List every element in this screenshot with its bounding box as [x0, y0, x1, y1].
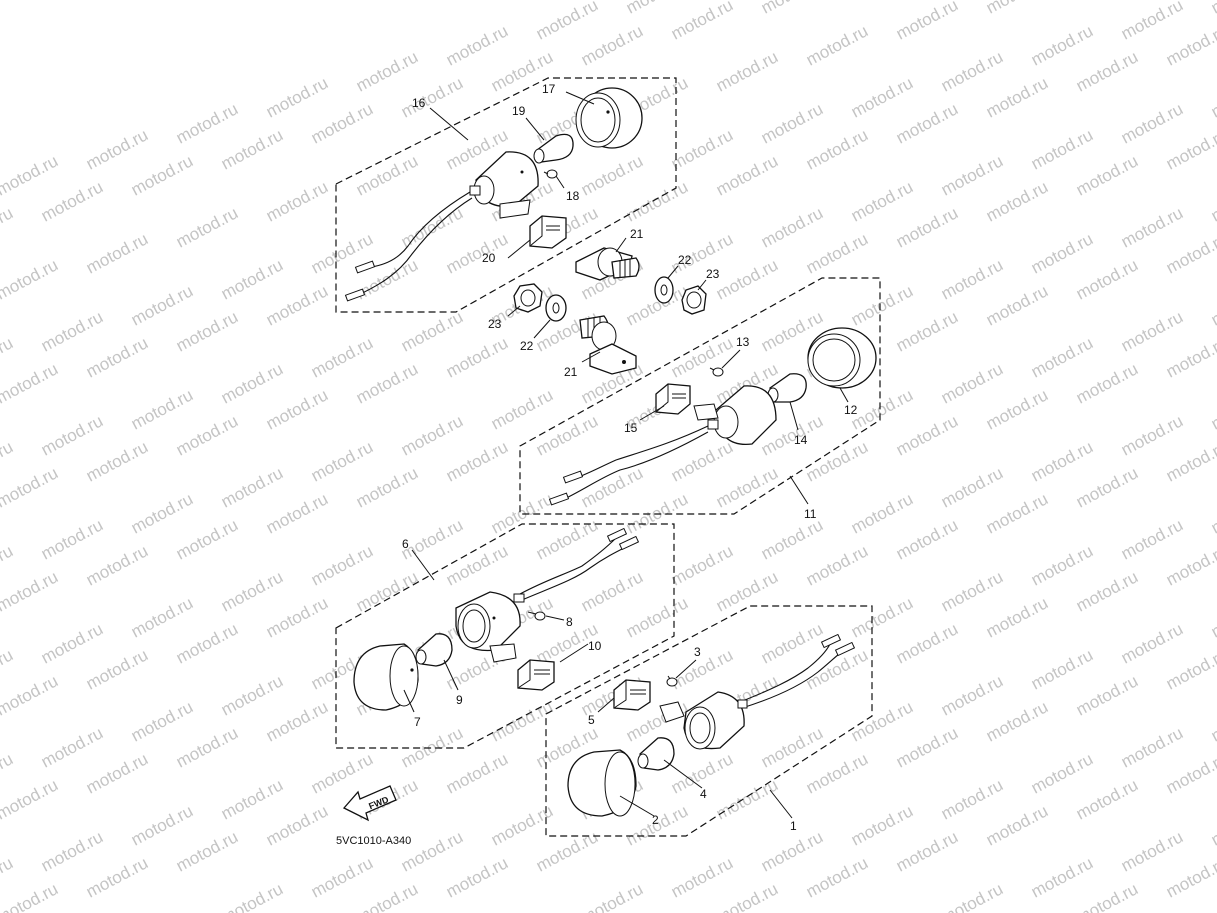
part-2-lens — [567, 749, 637, 817]
callout-21-upper: 21 — [630, 227, 644, 241]
part-12-lens — [807, 327, 877, 389]
callout-11: 11 — [804, 507, 817, 521]
assembly-1-outline — [545, 605, 873, 837]
callout-15: 15 — [624, 421, 638, 435]
part-15-connector — [655, 383, 691, 415]
part-10-connector — [517, 659, 555, 691]
callout-16: 16 — [412, 96, 426, 110]
part-7-lens — [353, 643, 419, 711]
callouts: 16 17 19 18 20 21 22 23 23 22 21 13 12 1… — [402, 82, 858, 833]
callout-14: 14 — [794, 433, 808, 447]
fwd-arrow-icon: FWD — [342, 785, 397, 822]
part-16-housing — [469, 151, 539, 219]
callout-5: 5 — [588, 713, 595, 727]
part-18-screw — [543, 169, 558, 179]
assembly-11-outline — [519, 277, 881, 515]
callout-6: 6 — [402, 537, 409, 551]
part-19-bulb — [533, 133, 574, 164]
part-13-screw — [709, 367, 724, 377]
part-11-wires — [548, 425, 709, 506]
part-6-wires — [519, 527, 640, 601]
callout-4: 4 — [700, 787, 707, 801]
part-20-connector — [529, 215, 567, 249]
callout-21-lower: 21 — [564, 365, 578, 379]
callout-23-upper: 23 — [706, 267, 720, 281]
part-23-nut-lower — [513, 283, 543, 313]
part-21-upper-stay — [575, 247, 640, 281]
callout-23-lower: 23 — [488, 317, 502, 331]
part-23-nut-upper — [681, 285, 707, 315]
part-14-bulb — [767, 373, 807, 403]
callout-17: 17 — [542, 82, 556, 96]
diagram-code: 5VC1010-A340 — [336, 835, 411, 847]
part-5-connector — [613, 679, 651, 711]
part-16-wires — [344, 191, 473, 302]
callout-3: 3 — [694, 645, 701, 659]
part-17-lens — [575, 87, 643, 149]
part-3-screw — [666, 675, 678, 687]
callout-22-upper: 22 — [678, 253, 692, 267]
callout-10: 10 — [588, 639, 602, 653]
part-22-washer-lower — [545, 294, 567, 322]
part-8-screw — [527, 611, 546, 621]
part-6-housing — [455, 591, 525, 663]
part-1-wires — [739, 633, 856, 709]
callout-2: 2 — [652, 813, 659, 827]
callout-22-lower: 22 — [520, 339, 534, 353]
callout-18: 18 — [566, 189, 580, 203]
callout-19: 19 — [512, 104, 526, 118]
assembly-16-outline — [335, 77, 677, 313]
leader-lines — [403, 91, 849, 819]
callout-1: 1 — [790, 819, 797, 833]
part-22-washer-upper — [654, 276, 674, 304]
callout-13: 13 — [736, 335, 750, 349]
part-21-lower-stay — [579, 315, 637, 375]
part-4-bulb — [637, 737, 675, 771]
part-11-housing — [693, 385, 777, 446]
callout-8: 8 — [566, 615, 573, 629]
part-1-housing — [659, 691, 748, 750]
callout-12: 12 — [844, 403, 858, 417]
callout-20: 20 — [482, 251, 496, 265]
part-9-bulb — [415, 633, 453, 667]
assembly-6-outline — [335, 523, 675, 749]
callout-9: 9 — [456, 693, 463, 707]
callout-7: 7 — [414, 715, 421, 729]
